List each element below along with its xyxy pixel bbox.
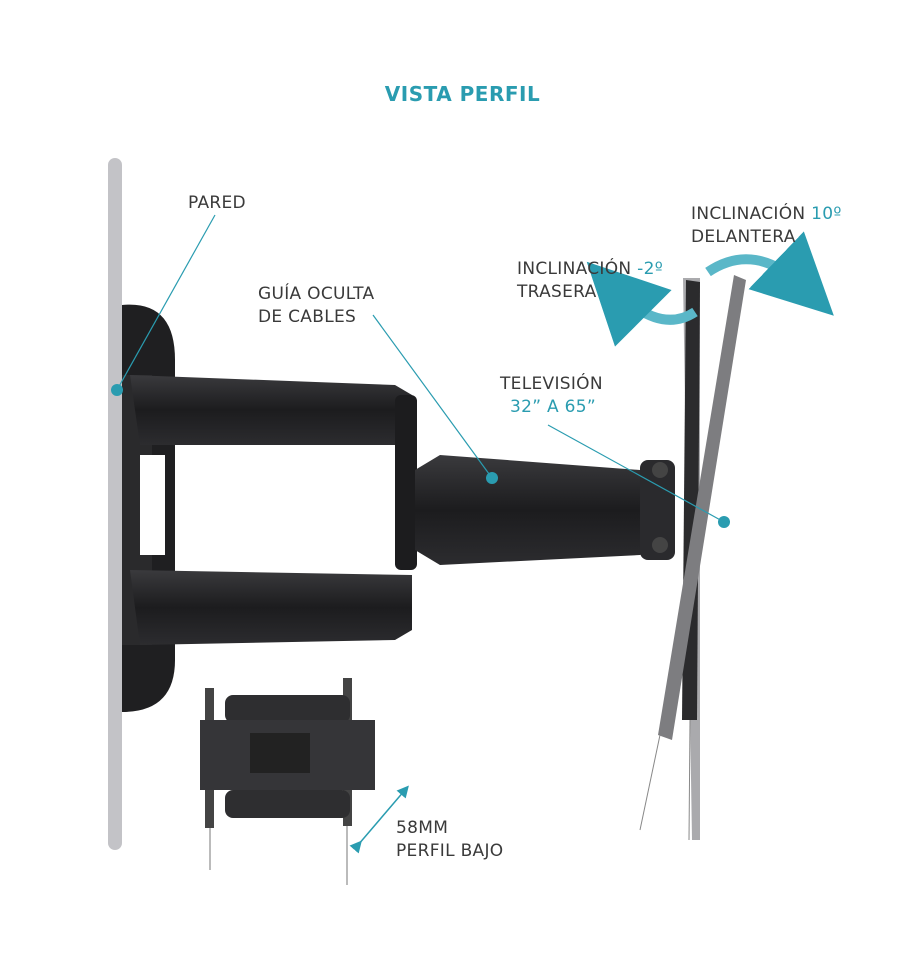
tilt-back-line2: TRASERA	[517, 282, 597, 302]
upper-arm	[130, 375, 412, 445]
cable-guide-line2: DE CABLES	[258, 307, 357, 327]
tilt-back-value: -2º	[637, 259, 664, 279]
tv-size: 32” A 65”	[510, 397, 597, 417]
forearm-cable-guide	[415, 455, 665, 565]
tilt-front-label: INCLINACIÓN 10º DELANTERA	[691, 203, 842, 249]
tv-label-line1: TELEVISIÓN	[500, 374, 603, 394]
cable-guide-label: GUÍA OCULTA DE CABLES	[258, 283, 374, 329]
wall	[108, 158, 122, 850]
tilt-front-word: INCLINACIÓN	[691, 204, 806, 224]
tilt-front-value: 10º	[811, 204, 842, 224]
tv-front-tilt	[658, 275, 746, 740]
tilt-back-word: INCLINACIÓN	[517, 259, 632, 279]
tilt-front-arrow	[705, 231, 834, 316]
profile-label: 58MM PERFIL BAJO	[396, 817, 503, 863]
diagram-title: VISTA PERFIL	[384, 82, 541, 106]
lower-arm	[130, 570, 412, 645]
wall-label: PARED	[188, 193, 246, 213]
tilt-front-line2: DELANTERA	[691, 227, 796, 247]
tv-label: TELEVISIÓN 32” A 65”	[500, 373, 603, 419]
mount-front-view	[200, 678, 409, 885]
tilt-back-arrow	[586, 261, 698, 347]
tilt-head	[640, 460, 675, 560]
profile-line2: PERFIL BAJO	[396, 841, 504, 861]
tilt-back-label: INCLINACIÓN -2º TRASERA	[517, 258, 663, 304]
profile-value: 58MM	[396, 818, 449, 838]
elbow-joint	[395, 395, 417, 570]
cable-guide-line1: GUÍA OCULTA	[258, 284, 375, 304]
